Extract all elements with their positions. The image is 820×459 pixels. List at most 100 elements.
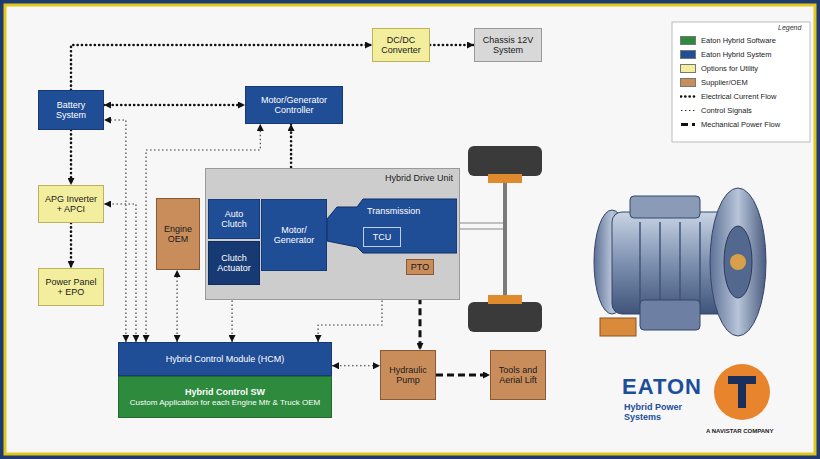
box-label: DC/DC Converter <box>376 35 426 56</box>
box-label: Hybrid Drive Unit <box>385 173 453 183</box>
legend-row: Eaton Hybrid System <box>680 50 771 59</box>
electrical-flow <box>430 44 474 47</box>
legend-box <box>672 22 810 142</box>
pto-unit <box>600 318 636 336</box>
box-label: Hydraulic Pump <box>384 365 432 386</box>
axle <box>503 180 507 298</box>
rib <box>679 222 681 306</box>
legend-text: Control Signals <box>701 106 752 115</box>
box-label: APG Inverter + APCI <box>42 194 100 215</box>
box-label: Chassis 12V System <box>478 35 538 56</box>
component-box: Hybrid Control Module (HCM) <box>118 342 332 376</box>
hub <box>730 254 746 270</box>
box-label: Auto Clutch <box>212 209 256 230</box>
legend-swatch <box>680 64 696 73</box>
drive-shaft <box>460 222 505 223</box>
box-label: Battery System <box>42 100 100 121</box>
box-label: Motor/ Generator <box>265 225 323 246</box>
line-sample <box>681 123 695 126</box>
line-sample <box>681 95 695 98</box>
box-label: PTO <box>411 262 429 272</box>
component-box: Chassis 12V System <box>474 28 542 62</box>
control-signal <box>177 270 178 342</box>
housing-top <box>630 196 700 218</box>
legend-swatch <box>680 50 696 59</box>
legend-row: Eaton Hybrid Software <box>680 36 776 45</box>
wheel-hub <box>488 174 522 183</box>
component-box: Motor/Generator Controller <box>245 86 343 124</box>
component-box: Motor/ Generator <box>261 199 327 271</box>
container-box: TransmissionTCU <box>327 197 457 255</box>
rib <box>659 222 661 306</box>
electrical-flow <box>71 45 372 90</box>
legend-row: Supplier/OEM <box>680 78 748 87</box>
legend-line-sample <box>680 92 696 101</box>
electrical-flow <box>70 130 73 185</box>
control-signal <box>146 124 260 342</box>
wheel <box>468 302 542 332</box>
legend-text: Supplier/OEM <box>701 78 748 87</box>
control-signal <box>332 365 380 366</box>
electrical-flow <box>70 223 73 268</box>
box-label: Power Panel + EPO <box>42 277 100 298</box>
control-signal <box>104 204 136 342</box>
box-label: Clutch Actuator <box>212 253 256 274</box>
component-box: Clutch Actuator <box>208 241 260 285</box>
box-note: Custom Application for each Engine Mfr &… <box>130 398 320 407</box>
legend-row: Options for Utility <box>680 64 758 73</box>
flange <box>724 226 752 298</box>
electrical-flow <box>104 104 245 107</box>
box-label: Hybrid Control SW <box>185 387 265 397</box>
transmission-outline <box>327 199 457 253</box>
box-label: Tools and Aerial Lift <box>494 365 542 386</box>
component-box: APG Inverter + APCI <box>38 185 104 223</box>
component-box: Battery System <box>38 90 104 130</box>
box-label: Transmission <box>367 206 420 216</box>
legend-line-sample <box>680 120 696 129</box>
legend-row: Mechanical Power Flow <box>680 120 780 129</box>
legend-text: Eaton Hybrid Software <box>701 36 776 45</box>
component-box: Engine OEM <box>156 198 200 270</box>
legend-text: Eaton Hybrid System <box>701 50 771 59</box>
legend-row: Control Signals <box>680 106 752 115</box>
hybrid-drive-illustration <box>594 188 766 336</box>
component-box: Power Panel + EPO <box>38 268 104 306</box>
component-box: PTO <box>406 259 434 275</box>
legend-text: Mechanical Power Flow <box>701 120 780 129</box>
module <box>640 300 700 330</box>
logo-disc <box>714 364 770 420</box>
box-label: Motor/Generator Controller <box>249 95 339 116</box>
legend-title: Legend <box>778 24 801 32</box>
driveline <box>460 146 542 332</box>
logo-mark <box>728 376 756 408</box>
legend-text: Electrical Current Flow <box>701 92 776 101</box>
mechanical-flow <box>436 374 490 377</box>
drive-shaft <box>460 228 505 229</box>
line-sample <box>681 110 695 111</box>
legend-swatch <box>680 36 696 45</box>
component-box: Tools and Aerial Lift <box>490 350 546 400</box>
legend-text: Options for Utility <box>701 64 758 73</box>
control-signal <box>104 120 126 342</box>
component-box: Hybrid Control SWCustom Application for … <box>118 376 332 418</box>
wheel-hub <box>488 295 522 304</box>
wheel <box>468 146 542 176</box>
component-box: TCU <box>363 227 401 247</box>
box-label: TCU <box>373 232 392 242</box>
brand-logo: EATON <box>622 374 702 399</box>
slide-panel <box>5 5 815 454</box>
box-label: Engine OEM <box>160 224 196 245</box>
legend-swatch <box>680 78 696 87</box>
legend-line-sample <box>680 106 696 115</box>
box-label: Hybrid Control Module (HCM) <box>166 354 285 364</box>
rib <box>639 222 641 306</box>
container-box: Hybrid Drive UnitAuto ClutchClutch Actua… <box>205 168 460 300</box>
legend-row: Electrical Current Flow <box>680 92 776 101</box>
rib <box>699 222 701 306</box>
component-box: Auto Clutch <box>208 199 260 239</box>
brand-note: A NAVISTAR COMPANY <box>706 428 773 435</box>
brand-tagline: Hybrid Power Systems <box>624 402 696 423</box>
component-box: DC/DC Converter <box>372 28 430 62</box>
component-box: Hydraulic Pump <box>380 350 436 400</box>
